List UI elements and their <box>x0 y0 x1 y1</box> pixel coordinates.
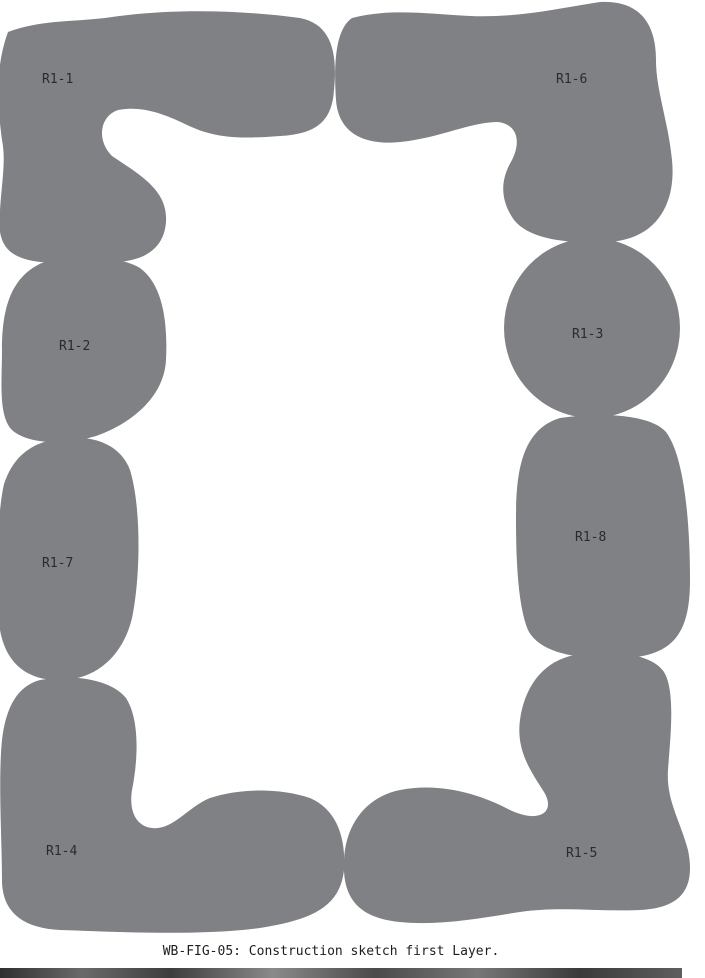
blob-r1-5: R1-5 <box>344 653 690 923</box>
blob-r1-6: R1-6 <box>335 2 672 243</box>
construction-sketch-diagram: R1-1 R1-6 R1-2 R1-3 R1-7 R1-8 R1-4 R1-5 <box>0 0 705 935</box>
blob-label: R1-6 <box>556 72 587 87</box>
figure-caption: WB-FIG-05: Construction sketch first Lay… <box>0 944 662 959</box>
blob-r1-8: R1-8 <box>516 415 690 658</box>
blob-r1-3: R1-3 <box>504 238 680 418</box>
blob-label: R1-5 <box>566 846 597 861</box>
blob-label: R1-1 <box>42 72 73 87</box>
blob-label: R1-8 <box>575 530 606 545</box>
blob-label: R1-7 <box>42 556 73 571</box>
blob-label: R1-4 <box>46 844 77 859</box>
blob-r1-4: R1-4 <box>0 677 344 932</box>
photo-strip <box>0 968 682 978</box>
blob-label: R1-2 <box>59 339 90 354</box>
blob-r1-7: R1-7 <box>0 438 138 681</box>
blob-r1-1: R1-1 <box>0 11 335 262</box>
blob-r1-2: R1-2 <box>1 257 166 442</box>
blob-label: R1-3 <box>572 327 603 342</box>
